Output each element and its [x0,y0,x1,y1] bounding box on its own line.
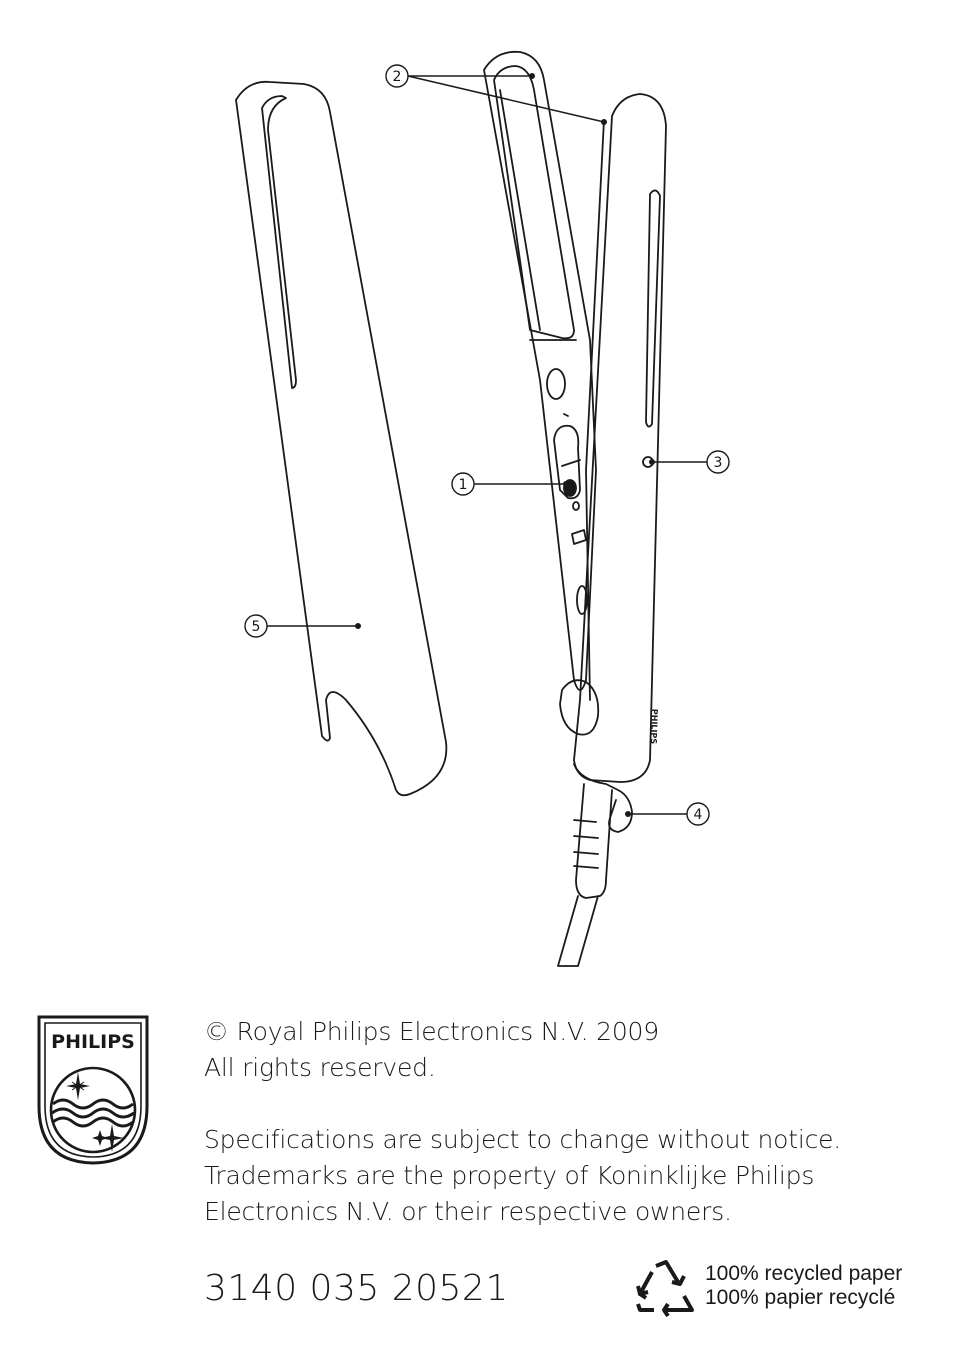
recycled-paper-en: 100% recycled paper [705,1262,903,1285]
device-brand-label: PHILIPS [649,709,659,745]
specifications-notice: Specifications are subject to change wit… [204,1122,841,1230]
svg-text:4: 4 [694,807,703,823]
callout-2: 2 [385,64,607,125]
hair-straightener-illustration: PHILIPS 1 2 3 4 5 [235,50,730,967]
straightener-back-arm [483,50,597,691]
philips-shield-logo: PHILIPS [37,1015,149,1165]
rights-reserved-line: All rights reserved. [204,1053,436,1082]
svg-text:5: 5 [252,619,261,635]
svg-text:3: 3 [714,455,723,471]
part-number: 3140 035 20521 [204,1268,509,1309]
recycled-paper-notice: 100% recycled paper 100% papier recyclé [705,1262,902,1310]
copyright-notice: © Royal Philips Electronics N.V. 2009 Al… [204,1014,659,1086]
specs-line-3: Electronics N.V. or their respective own… [204,1197,732,1226]
svg-text:PHILIPS: PHILIPS [51,1031,135,1053]
callout-1: 1 [451,472,569,496]
straightener-front-arm [559,93,667,783]
storage-cover [235,80,448,797]
callout-5: 5 [244,614,361,638]
specs-line-2: Trademarks are the property of Koninklij… [204,1161,815,1190]
specs-line-1: Specifications are subject to change wit… [204,1125,842,1154]
swivel-cord [557,763,633,967]
callout-4: 4 [625,802,710,826]
recycled-paper-fr: 100% papier recyclé [705,1286,896,1309]
svg-text:1: 1 [459,477,468,493]
callout-3: 3 [649,450,730,474]
recycle-icon [636,1260,694,1318]
svg-text:2: 2 [393,69,402,85]
copyright-line: © Royal Philips Electronics N.V. 2009 [204,1017,659,1046]
